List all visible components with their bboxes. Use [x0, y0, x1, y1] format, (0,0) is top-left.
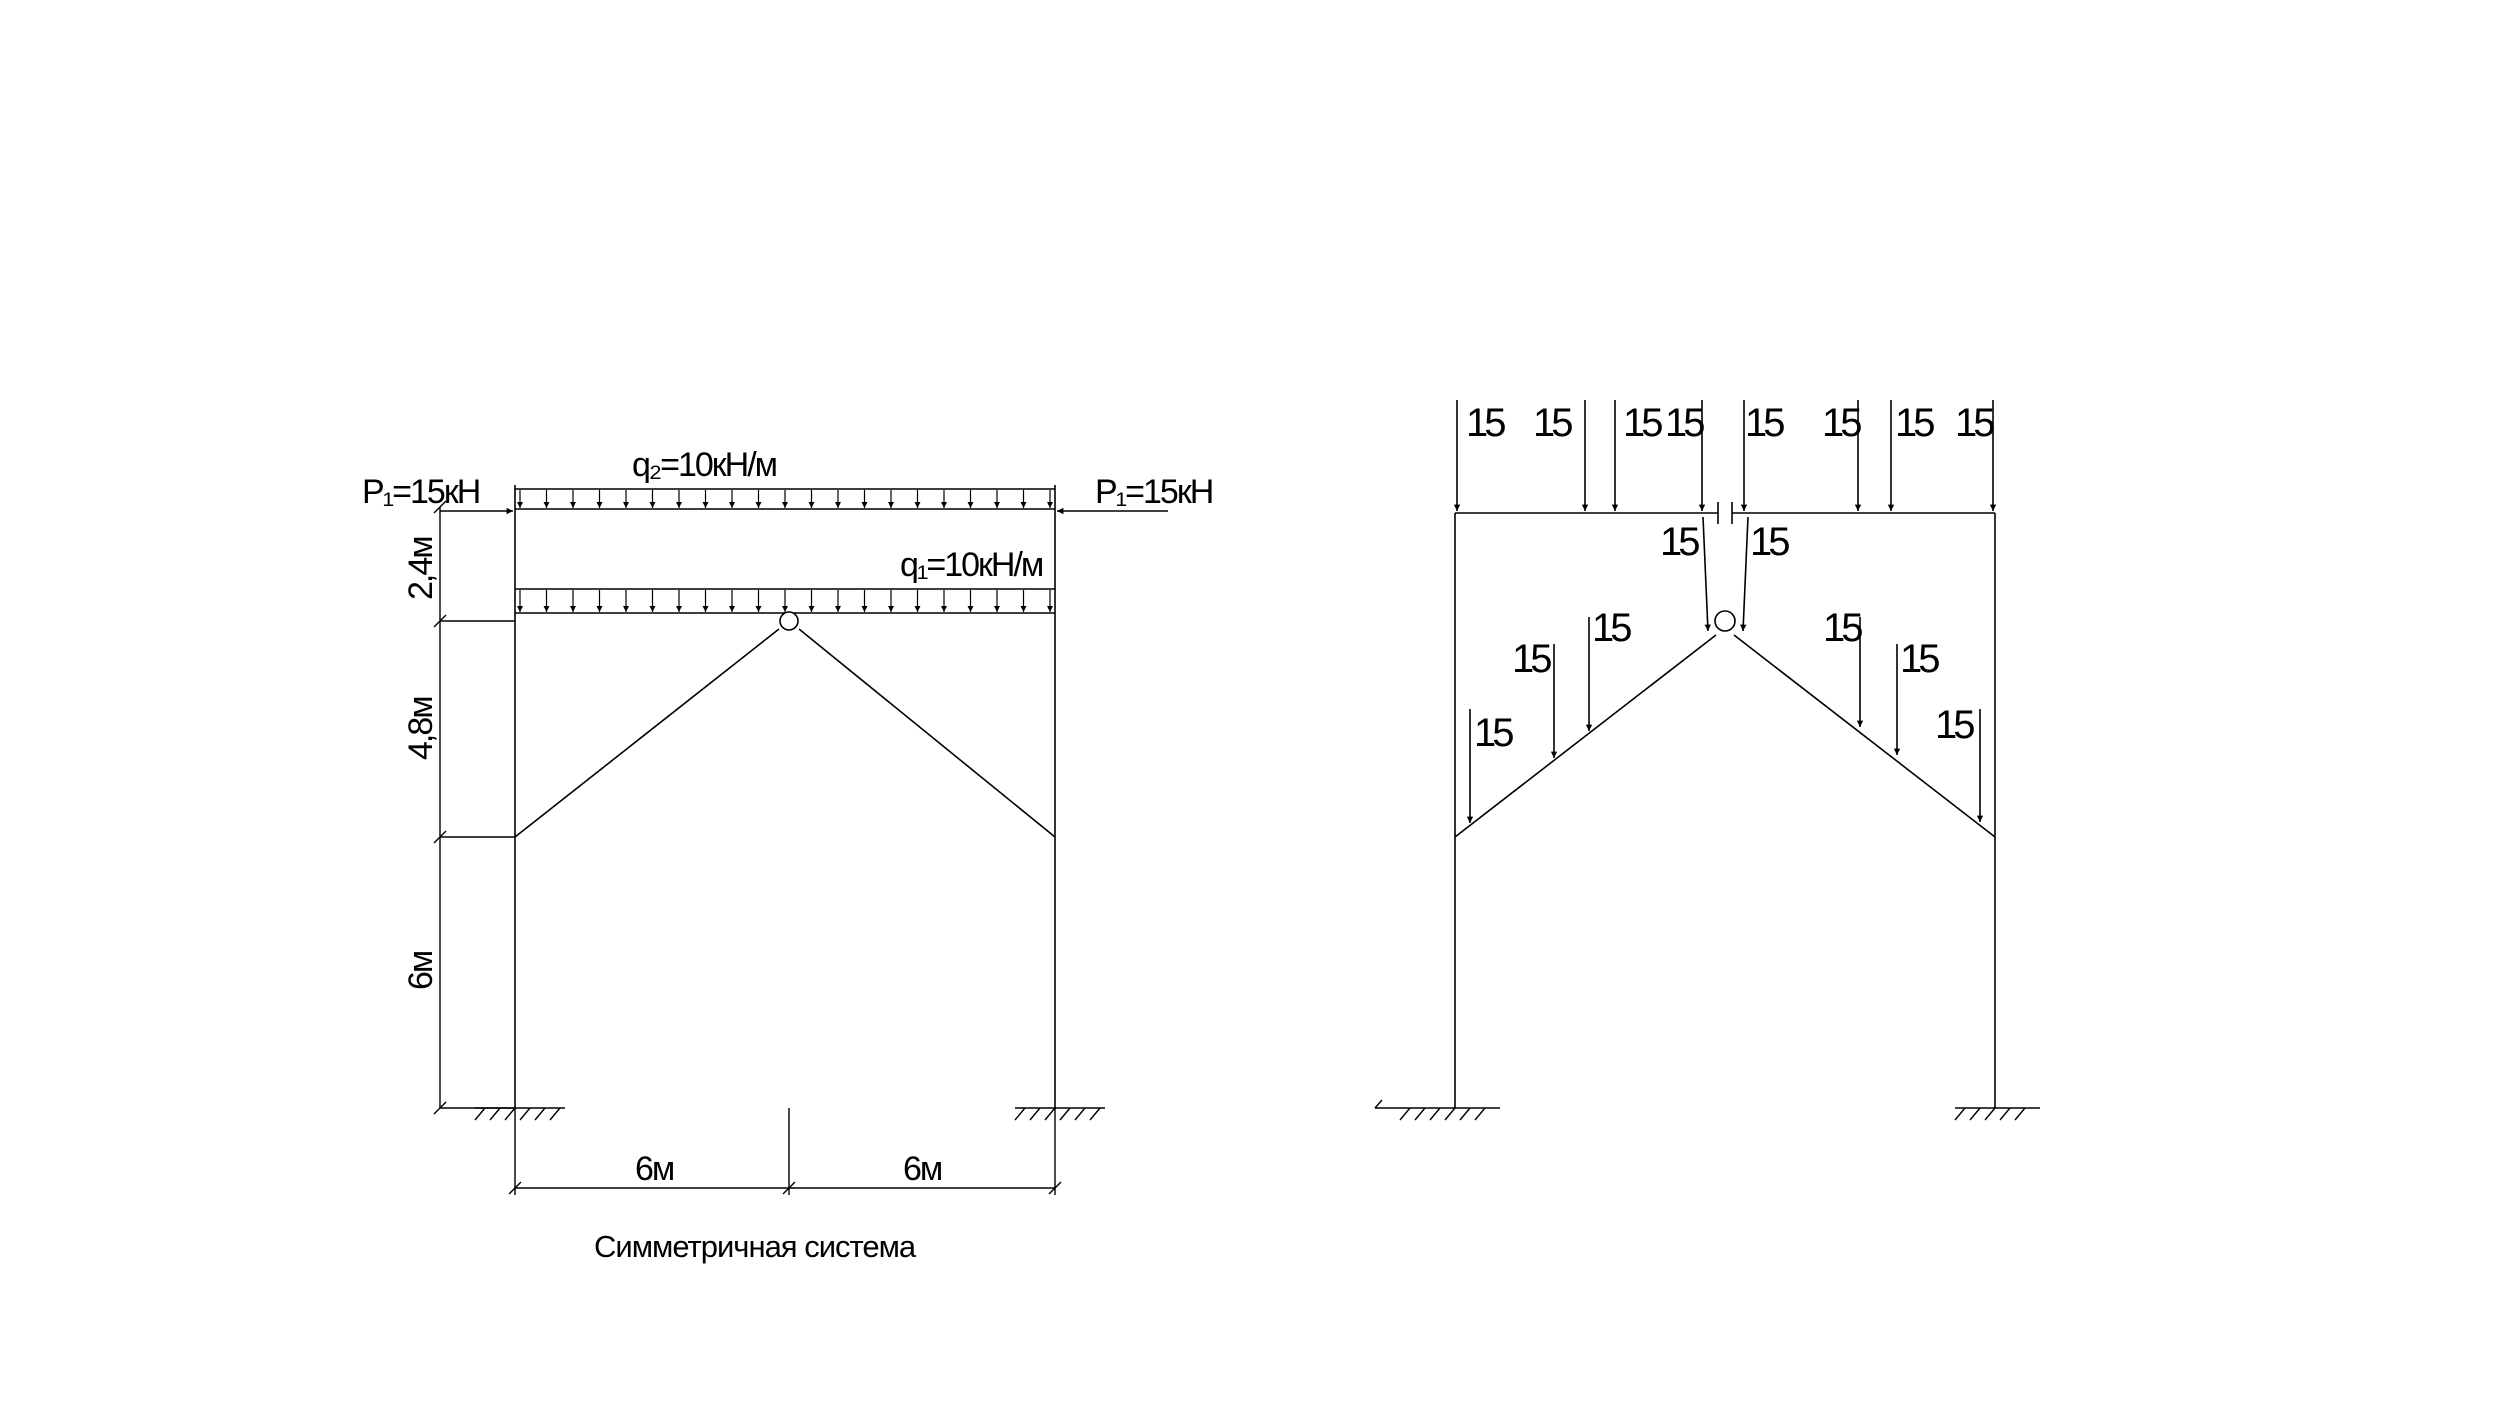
dim-span-left-label: 6м — [635, 1150, 674, 1188]
top-load-4: 15 — [1665, 401, 1704, 445]
right-diagram-left-support — [1374, 1099, 1500, 1121]
q2-distributed-load-arrows — [517, 490, 1053, 508]
force-left-label: P₁=15кН — [362, 473, 479, 511]
ridge-hinge — [779, 611, 799, 631]
right-rafter-load-2: 15 — [1900, 637, 1939, 681]
left-fixed-support — [474, 1107, 565, 1121]
q1-distributed-load-arrows — [517, 590, 1053, 612]
top-load-5: 15 — [1745, 401, 1784, 445]
right-rafter — [798, 628, 1056, 838]
right-diagram-right-support — [1954, 1107, 2040, 1121]
vertical-dimensions — [433, 500, 515, 1115]
right-frame-diagram: 15 15 15 15 15 15 15 15 15 15 15 15 15 — [1374, 400, 2040, 1121]
center-load-right: 15 — [1750, 520, 1789, 564]
right-diagram-left-rafter — [1454, 634, 1717, 838]
center-load-left: 15 — [1660, 520, 1699, 564]
top-load-1: 15 — [1466, 401, 1505, 445]
q2-load-label: q₂=10кН/м — [632, 446, 777, 484]
right-rafter-load-3: 15 — [1935, 703, 1974, 747]
top-point-loads: 15 15 15 15 15 15 15 15 — [1453, 400, 1998, 511]
left-rafter-load-1: 15 — [1592, 606, 1631, 650]
top-load-6: 15 — [1822, 401, 1861, 445]
q1-load-label: q₁=10кН/м — [900, 546, 1043, 584]
dim-bottom-label: 6м — [402, 951, 440, 990]
left-frame-diagram: q₂=10кН/м q₁=10кН/м P₁=15кН P₁=15кН 2,4м… — [362, 446, 1214, 1264]
force-right-label: P₁=15кН — [1095, 473, 1212, 511]
center-point-loads: 15 15 — [1660, 516, 1793, 632]
left-rafter-load-2: 15 — [1512, 637, 1551, 681]
right-fixed-support — [1014, 1107, 1105, 1121]
top-load-7: 15 — [1895, 401, 1934, 445]
left-rafter — [514, 628, 780, 838]
right-rafter-point-loads: 15 15 15 — [1823, 606, 1984, 822]
left-rafter-load-3: 15 — [1474, 711, 1513, 755]
top-load-2: 15 — [1533, 401, 1572, 445]
right-rafter-load-1: 15 — [1823, 606, 1862, 650]
dim-middle-label: 4,8м — [402, 697, 440, 760]
diagram-caption: Симметричная система — [594, 1229, 917, 1264]
dim-span-right-label: 6м — [903, 1150, 942, 1188]
top-load-3: 15 — [1623, 401, 1662, 445]
left-rafter-point-loads: 15 15 15 — [1466, 606, 1635, 823]
top-load-8: 15 — [1955, 401, 1994, 445]
dim-top-label: 2,4м — [402, 537, 440, 600]
right-diagram-right-rafter — [1733, 634, 1996, 838]
horizontal-dimensions — [508, 1108, 1062, 1195]
right-diagram-ridge-hinge — [1714, 610, 1736, 632]
